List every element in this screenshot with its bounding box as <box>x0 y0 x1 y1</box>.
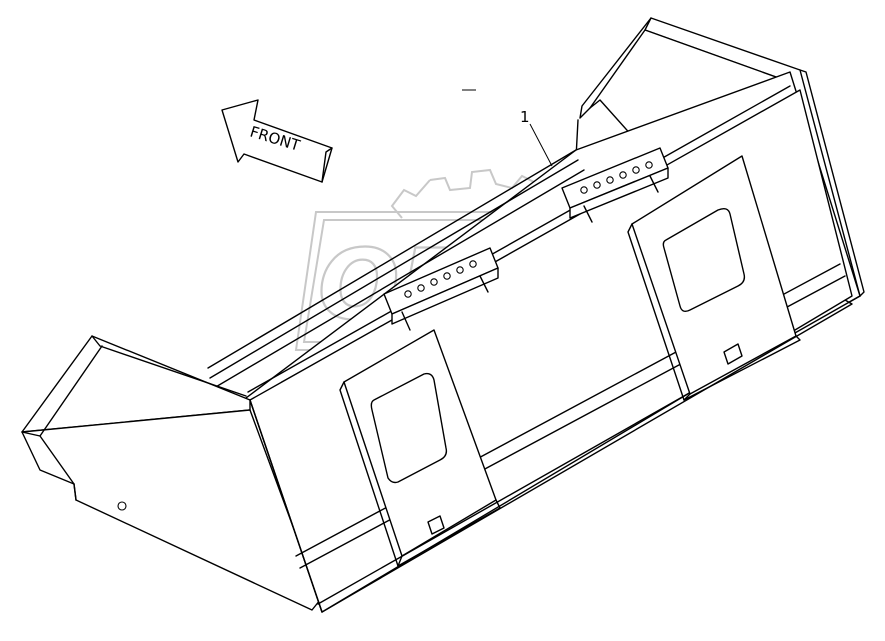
left-mounting-bracket <box>339 329 501 567</box>
clamp-block-lower <box>383 247 499 331</box>
left-side-wall <box>21 335 321 611</box>
callout-leader <box>529 123 553 167</box>
bracket-window <box>662 207 746 313</box>
clamp-block-upper <box>561 147 669 223</box>
callout-number: 1 <box>520 108 530 126</box>
front-arrow-icon: FRONT <box>221 99 333 183</box>
side-hole <box>117 501 127 511</box>
clamp-holes <box>404 260 477 298</box>
bracket-window <box>370 372 448 484</box>
bracket-slot <box>427 515 445 535</box>
bracket-slot <box>723 343 743 365</box>
right-mounting-bracket <box>627 155 801 401</box>
clamp-holes <box>580 161 653 194</box>
